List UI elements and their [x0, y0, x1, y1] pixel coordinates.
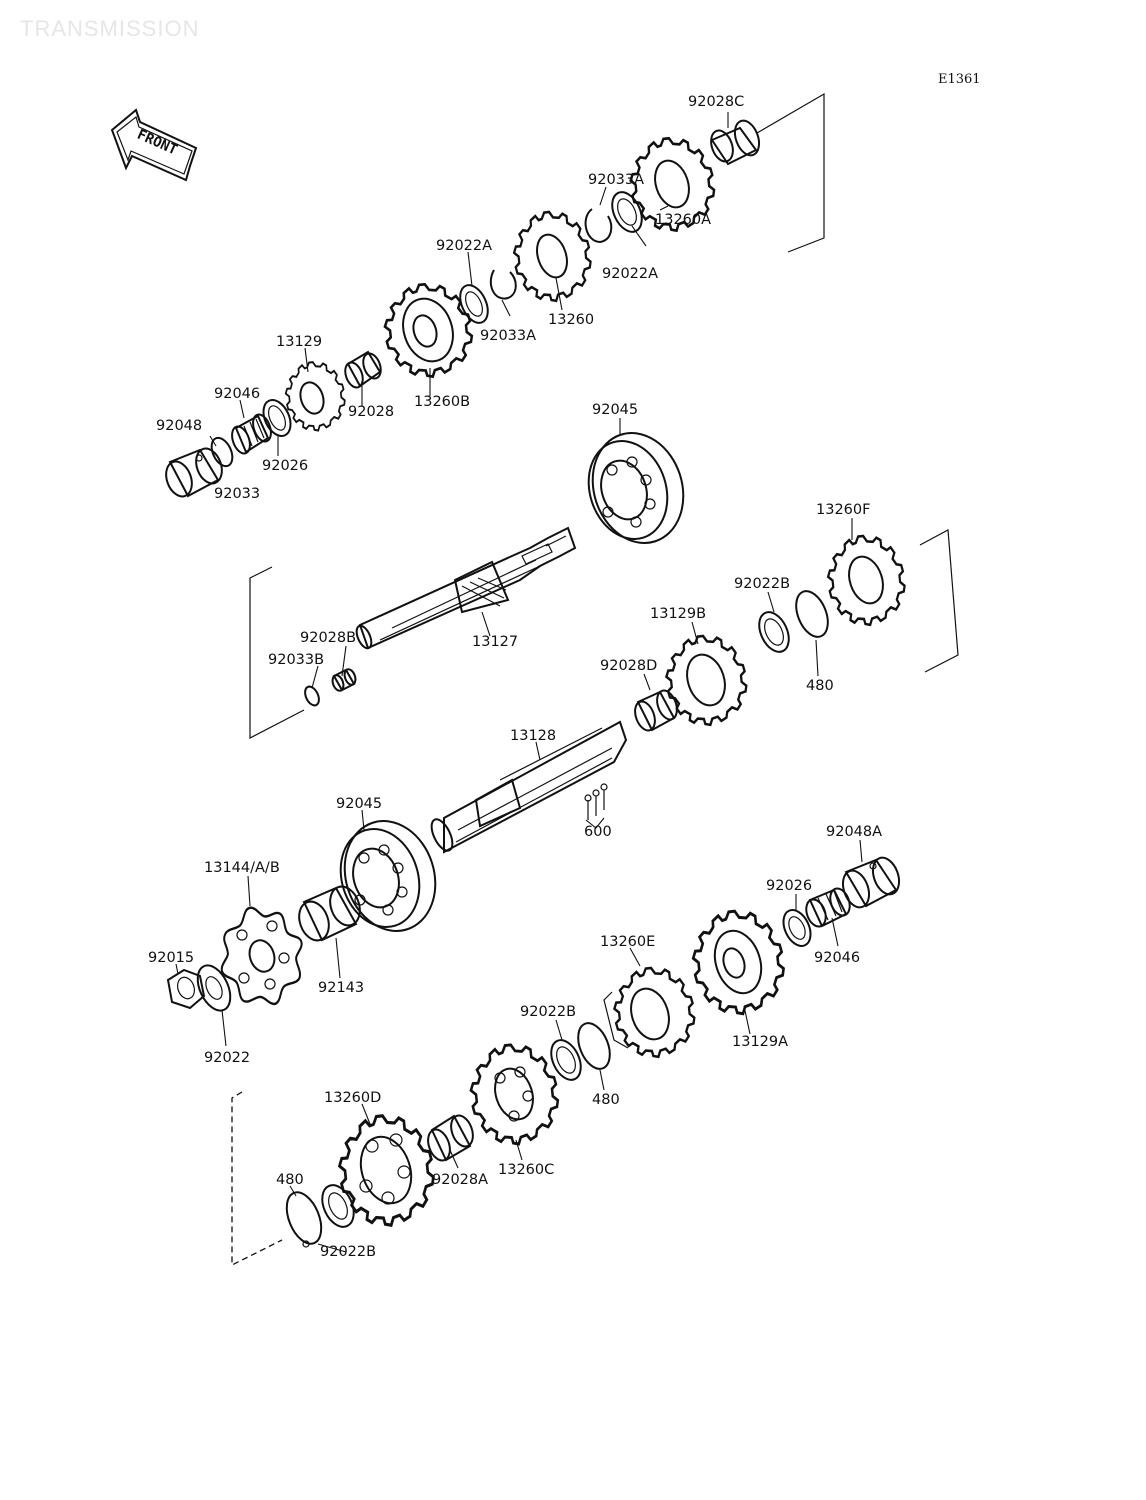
washer-92026-bottom [782, 909, 812, 947]
label-13260A: 13260A [655, 212, 711, 228]
label-92033B: 92033B [268, 652, 324, 668]
label-13129A: 13129A [732, 1034, 788, 1050]
washer-92026-top [262, 399, 292, 437]
label-13128: 13128 [510, 728, 556, 744]
washer-92022A-left [459, 284, 489, 324]
gear-13260 [503, 199, 601, 313]
gear-13260E [603, 955, 705, 1069]
bearing-92028A [427, 1114, 474, 1162]
bracket-top-right [756, 92, 825, 253]
label-92026-top: 92026 [262, 458, 308, 474]
label-13127: 13127 [472, 634, 518, 650]
bushing-92028D [634, 689, 678, 732]
label-600: 600 [584, 824, 612, 840]
label-92046-bottom: 92046 [814, 950, 860, 966]
label-92045-bottom: 92045 [336, 796, 382, 812]
washer-92022B-right [758, 611, 790, 653]
circlip-480-bottom [285, 1191, 323, 1248]
collar-92143 [298, 885, 361, 942]
bracket-13260F [919, 529, 959, 673]
label-13260: 13260 [548, 312, 594, 328]
label-92033A-top: 92033A [588, 172, 644, 188]
gear-13260C [458, 1030, 570, 1158]
sprocket-13144AB [207, 891, 316, 1021]
dowel-pins-600 [584, 783, 608, 820]
bushing-92048 [165, 447, 223, 498]
needle-bearing-92046-top [231, 413, 272, 455]
circlip-480-right [795, 590, 829, 638]
nut-92015 [166, 968, 206, 1010]
label-92022: 92022 [204, 1050, 250, 1066]
label-480-mid: 480 [592, 1092, 620, 1108]
circlip-92033B [304, 685, 320, 707]
label-92022B-bottom: 92022B [320, 1244, 376, 1260]
label-13260F: 13260F [816, 502, 870, 518]
gear-13260B [373, 270, 483, 390]
washer-92022A-right [611, 191, 643, 233]
gear-13260D [326, 1099, 446, 1241]
label-92028: 92028 [348, 404, 394, 420]
label-92046-top: 92046 [214, 386, 260, 402]
needle-bearing-92046-bottom [805, 887, 851, 928]
label-92015: 92015 [148, 950, 194, 966]
label-92045-top: 92045 [592, 402, 638, 418]
label-13144AB: 13144/A/B [204, 860, 280, 876]
circlip-480-mid [577, 1022, 611, 1070]
label-92028C: 92028C [688, 94, 744, 110]
washer-92022B-bottom [321, 1184, 355, 1228]
label-92048A: 92048A [826, 824, 882, 840]
label-92022A-right: 92022A [602, 266, 658, 282]
bearing-92028B [331, 668, 357, 692]
circlip-92033A-bottom [489, 269, 517, 300]
bearing-92045-top [587, 432, 685, 544]
circlip-92033A-top [584, 208, 613, 244]
label-92028D: 92028D [600, 658, 657, 674]
front-arrow-icon: FRONT [110, 108, 198, 182]
label-13260C: 13260C [498, 1162, 554, 1178]
bushing-92028C [710, 119, 761, 166]
gear-13129A [680, 896, 796, 1028]
bushing-92048A [841, 856, 901, 909]
watermark-title: TRANSMISSION [20, 16, 200, 41]
label-13260E: 13260E [600, 934, 655, 950]
diagram-reference: E1361 [938, 72, 981, 87]
label-92028B: 92028B [300, 630, 356, 646]
gear-13260F [817, 523, 915, 637]
label-92022A-left: 92022A [436, 238, 492, 254]
bracket-bottom-left [231, 1091, 283, 1267]
label-13129: 13129 [276, 334, 322, 350]
label-92048: 92048 [156, 418, 202, 434]
label-480-right: 480 [806, 678, 834, 694]
label-92033A-bottom: 92033A [480, 328, 536, 344]
label-13260D: 13260D [324, 1090, 381, 1106]
bearing-92028 [344, 350, 382, 389]
main-shaft-13127 [355, 526, 577, 650]
label-92033: 92033 [214, 486, 260, 502]
circlip-92033 [210, 436, 234, 468]
label-92022B-right: 92022B [734, 576, 790, 592]
label-92026-bottom: 92026 [766, 878, 812, 894]
output-shaft-13128 [430, 720, 628, 854]
front-arrow-label: FRONT [135, 127, 180, 159]
gear-13260A [619, 124, 725, 244]
bracket-left-shaft [249, 566, 305, 739]
label-13260B: 13260B [414, 394, 470, 410]
washer-92022 [196, 964, 232, 1012]
label-13129B: 13129B [650, 606, 706, 622]
gear-13129B [655, 623, 757, 737]
label-480-bottom: 480 [276, 1172, 304, 1188]
washer-92022B-mid [550, 1039, 582, 1081]
label-92028A: 92028A [432, 1172, 488, 1188]
gear-13129 [277, 352, 353, 440]
label-92143: 92143 [318, 980, 364, 996]
label-92022B-mid: 92022B [520, 1004, 576, 1020]
